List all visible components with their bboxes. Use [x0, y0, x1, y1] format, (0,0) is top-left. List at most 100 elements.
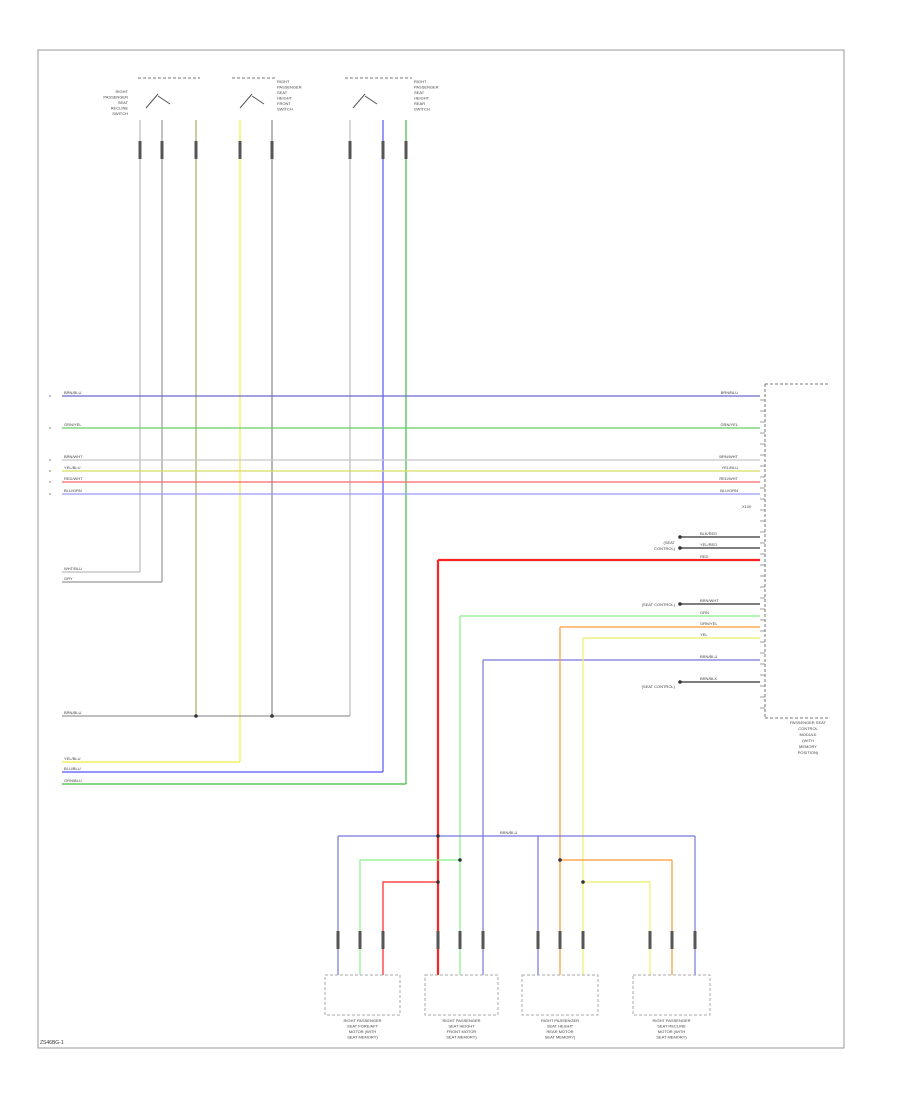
switch-label: PASSENGER: [103, 95, 128, 100]
bus-wire-label-left: GRN/YEL: [64, 422, 82, 427]
motor-label: RIGHT PASSENGER: [442, 1018, 480, 1023]
switch-label: SEAT: [414, 90, 425, 95]
bus-wire-label-right: GRN/YEL: [720, 422, 738, 427]
module-label: MEMORY: [799, 744, 817, 749]
wire-label: BRN/BLU: [700, 654, 717, 659]
wire-label: GRN: [700, 610, 709, 615]
switch-contact: [157, 95, 171, 105]
switch-connector: [238, 141, 242, 159]
motor-label: SEAT HEIGHT: [547, 1024, 574, 1029]
page-id: ZS46BG-1: [40, 1040, 64, 1046]
module-caption: X100: [742, 504, 752, 509]
switch-label: SWITCH: [112, 111, 128, 116]
bus-wire-label-left: RED/WHT: [64, 476, 83, 481]
wire-terminal: [49, 470, 51, 472]
switch-connector: [404, 141, 408, 159]
motor-connector: [581, 931, 585, 949]
switch-label: SWITCH: [277, 107, 293, 112]
wire-label: YEL/RED: [700, 542, 717, 547]
switch-contact: [239, 93, 253, 109]
motor-label: SEAT MEMORY): [446, 1035, 477, 1040]
motor-connector: [670, 931, 674, 949]
switch-label: SWITCH: [414, 107, 430, 112]
motor-connector: [436, 931, 440, 949]
motor-housing: [324, 974, 401, 1016]
motor-label: RIGHT PASSENGER: [652, 1018, 690, 1023]
motor-connector: [481, 931, 485, 949]
switch-label: RIGHT: [414, 79, 427, 84]
motor-connector: [693, 931, 697, 949]
switch-label: RIGHT: [116, 89, 129, 94]
wire-terminal: [49, 427, 51, 429]
switch-connector: [270, 141, 274, 159]
motor-connector: [558, 931, 562, 949]
switch-connector: [194, 141, 198, 159]
switch-contact: [145, 93, 159, 109]
switch-label: PASSENGER: [277, 85, 302, 90]
bus-wire-label-left: BLU/GRN: [64, 488, 82, 493]
switch-contact: [364, 95, 378, 105]
bus-wire-label-left: YEL/BLU: [64, 465, 81, 470]
motor-label: SEAT HEIGHT: [448, 1024, 475, 1029]
wire-label: (SEAT CONTROL): [642, 602, 676, 607]
bus-wire-label-right: BLU/GRN: [720, 488, 738, 493]
connector-dot: [678, 602, 682, 606]
motor-label: RIGHT PASSENGER: [343, 1018, 381, 1023]
splice-dot: [270, 714, 274, 718]
wire-label: BRN/BLK: [700, 676, 717, 681]
switch-label: SEAT: [277, 90, 288, 95]
switch-label: FRONT: [277, 101, 291, 106]
motor-label: FRONT MOTOR: [447, 1029, 477, 1034]
wire-terminal: [49, 395, 51, 397]
wire-label: CONTROL): [654, 546, 676, 551]
switch-contact: [251, 95, 265, 105]
wire-label: (SEAT: [664, 540, 676, 545]
wire-label: ORN/YEL: [700, 621, 718, 626]
motor-connector: [381, 931, 385, 949]
motor-label: RIGHT PASSENGER: [541, 1018, 579, 1023]
motor-wire: [359, 859, 460, 975]
wire-terminal: [49, 459, 51, 461]
wire-label: GRN/BLU: [64, 778, 82, 783]
module-label: POSITION): [798, 750, 819, 755]
motor-label: SEAT RECLINE: [657, 1024, 686, 1029]
motor-label: SEAT MEMORY): [545, 1035, 576, 1040]
wire-terminal: [49, 493, 51, 495]
bus-wire-label-right: RED/WHT: [719, 476, 738, 481]
splice-dot: [436, 880, 440, 884]
wire-label: BRN/BLU: [500, 830, 517, 835]
wire-label: RED: [700, 554, 709, 559]
motor-label: MOTOR (WITH: [658, 1029, 686, 1034]
diagram-frame: [37, 49, 845, 1049]
switch-connector: [160, 141, 164, 159]
motor-wire: [560, 859, 673, 975]
motor-housing: [632, 974, 711, 1016]
switch-contact: [352, 93, 366, 109]
wire-label: YEL: [700, 632, 708, 637]
switch-label: HEIGHT: [414, 96, 430, 101]
bus-wire-label-left: BRN/BLU: [64, 390, 81, 395]
module-label: MODULE: [799, 732, 816, 737]
switch-connector: [381, 141, 385, 159]
switch-label: PASSENGER: [414, 85, 439, 90]
connector-dot: [678, 535, 682, 539]
bus-wire-label-right: BRN/WHT: [719, 454, 738, 459]
motor-label: SEAT MEMORY): [656, 1035, 687, 1040]
switch-label: RIGHT: [277, 79, 290, 84]
module-label: (WITH: [802, 738, 814, 743]
switch-connector: [348, 141, 352, 159]
module-label: PASSENGER SEAT: [790, 720, 826, 725]
bus-wire-label-right: YEL/BLU: [722, 465, 739, 470]
motor-housing: [424, 974, 499, 1016]
motor-connector: [648, 931, 652, 949]
wire-label: BLU/BLU: [64, 766, 81, 771]
components-layer: [49, 77, 828, 1016]
splice-dot: [436, 834, 440, 838]
splice-dot: [581, 880, 585, 884]
wire-label: WHT/BLU: [64, 566, 82, 571]
wires-layer: [62, 120, 760, 975]
wire-label: GRY: [64, 576, 73, 581]
bus-wire-label-left: BRN/WHT: [64, 454, 83, 459]
splice-dot: [194, 714, 198, 718]
splice-dot: [558, 858, 562, 862]
